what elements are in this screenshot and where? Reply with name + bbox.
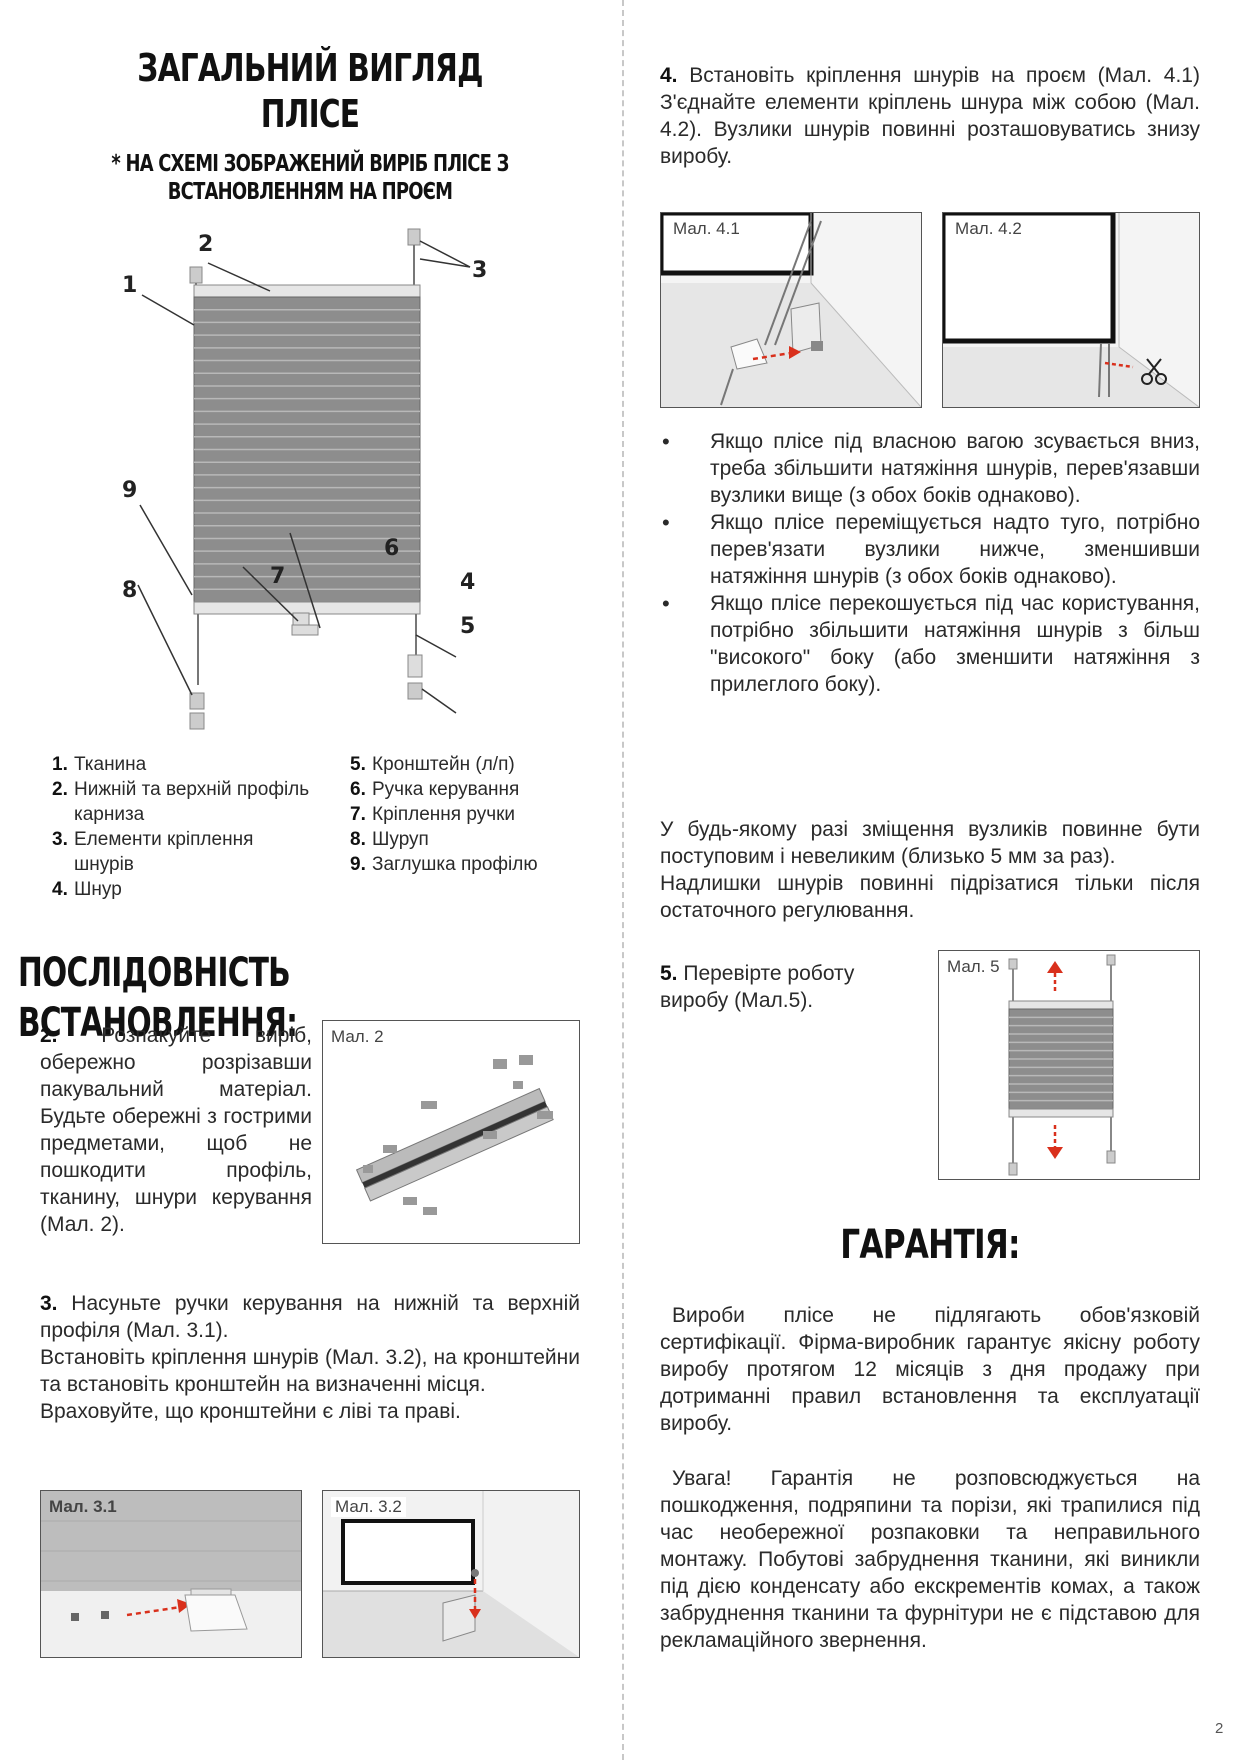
- installation-sequence-title: ПОСЛІДОВНІСТЬ ВСТАНОВЛЕННЯ:: [18, 950, 298, 1046]
- list-item: •Якщо плісе переміщується надто туго, по…: [662, 510, 1200, 588]
- callout-3: 3: [472, 258, 487, 283]
- figure-4-2-label: Мал. 4.2: [951, 219, 1026, 239]
- main-title: ЗАГАЛЬНИЙ ВИГЛЯД ПЛІСЕ: [137, 46, 483, 136]
- figure-3-2-label: Мал. 3.2: [331, 1497, 406, 1517]
- list-item: •Якщо плісе під власною вагою зсувається…: [662, 429, 1200, 507]
- warranty-paragraph-1: Вироби плісе не підлягають обов'язковій …: [660, 1304, 1200, 1435]
- step-5-text: 5. Перевірте роботу виробу (Мал.5).: [660, 962, 855, 1012]
- column-divider: [622, 0, 624, 1760]
- warranty-title: ГАРАНТІЯ:: [840, 1222, 1020, 1268]
- figure-4-1-label: Мал. 4.1: [669, 219, 744, 239]
- figure-3-2: Мал. 3.2: [322, 1490, 580, 1658]
- legend-item: 9.Заглушка профілю: [350, 854, 538, 875]
- figure-5: Мал. 5: [938, 950, 1200, 1180]
- page-number: 2: [1215, 1720, 1224, 1737]
- figure-5-folds: [1009, 1016, 1113, 1102]
- callout-8: 8: [122, 578, 137, 603]
- legend-item: 7.Кріплення ручки: [350, 804, 516, 825]
- adjustment-bullets: •Якщо плісе під власною вагою зсувається…: [660, 428, 1200, 698]
- figure-3-1: Мал. 3.1: [40, 1490, 302, 1658]
- figure-4-1: Мал. 4.1: [660, 212, 922, 408]
- callout-7: 7: [270, 564, 285, 589]
- figure-4-2: Мал. 4.2: [942, 212, 1200, 408]
- legend-item: 5.Кронштейн (л/п): [350, 754, 515, 775]
- excess-cord-note: Надлишки шнурів повинні підрізатися тіль…: [660, 872, 1200, 922]
- step-3-text: 3. Насуньте ручки керування на нижній та…: [40, 1292, 580, 1423]
- shift-note: У будь-якому разі зміщення вузликів пови…: [660, 818, 1200, 868]
- figure-2-label: Мал. 2: [331, 1027, 384, 1046]
- legend-item: 1.Тканина: [52, 754, 147, 775]
- figure-3-1-label: Мал. 3.1: [49, 1497, 117, 1516]
- figure-5-label: Мал. 5: [947, 957, 1000, 976]
- legend-item: 6.Ручка керування: [350, 779, 520, 800]
- step-2-text: 2. Розпакуйте виріб, обережно розрізавши…: [40, 1024, 312, 1236]
- callout-6: 6: [384, 536, 399, 561]
- callout-4: 4: [460, 570, 475, 595]
- figure-2: Мал. 2: [322, 1020, 580, 1244]
- legend-item: 2.Нижній та верхній профіль карниза: [52, 779, 310, 825]
- callout-1: 1: [122, 273, 137, 298]
- callout-9: 9: [122, 478, 137, 503]
- subtitle-note: * НА СХЕМІ ЗОБРАЖЕНИЙ ВИРІБ ПЛІСЕ З ВСТА…: [111, 151, 509, 205]
- step-4-text: 4. Встановіть кріплення шнурів на проєм …: [660, 64, 1200, 168]
- legend-right: 5.Кронштейн (л/п) 6.Ручка керування 7.Кр…: [350, 752, 610, 877]
- legend-left: 1.Тканина 2.Нижній та верхній профіль ка…: [52, 752, 312, 902]
- callout-2: 2: [198, 232, 213, 257]
- legend-item: 4.Шнур: [52, 879, 122, 900]
- up-down-arrow-icon: [1047, 961, 1063, 1159]
- callout-5: 5: [460, 614, 475, 639]
- list-item: •Якщо плісе перекошується під час корист…: [662, 591, 1200, 696]
- legend-item: 3.Елементи кріплення шнурів: [52, 829, 254, 875]
- warranty-paragraph-2: Увага! Гарантія не розповсюджується на п…: [660, 1467, 1200, 1652]
- pleated-blind-overview-diagram: 1 2 3 4 5 6 7 8 9: [122, 228, 487, 730]
- scissors-icon: [1141, 358, 1167, 385]
- legend-item: 8.Шуруп: [350, 829, 429, 850]
